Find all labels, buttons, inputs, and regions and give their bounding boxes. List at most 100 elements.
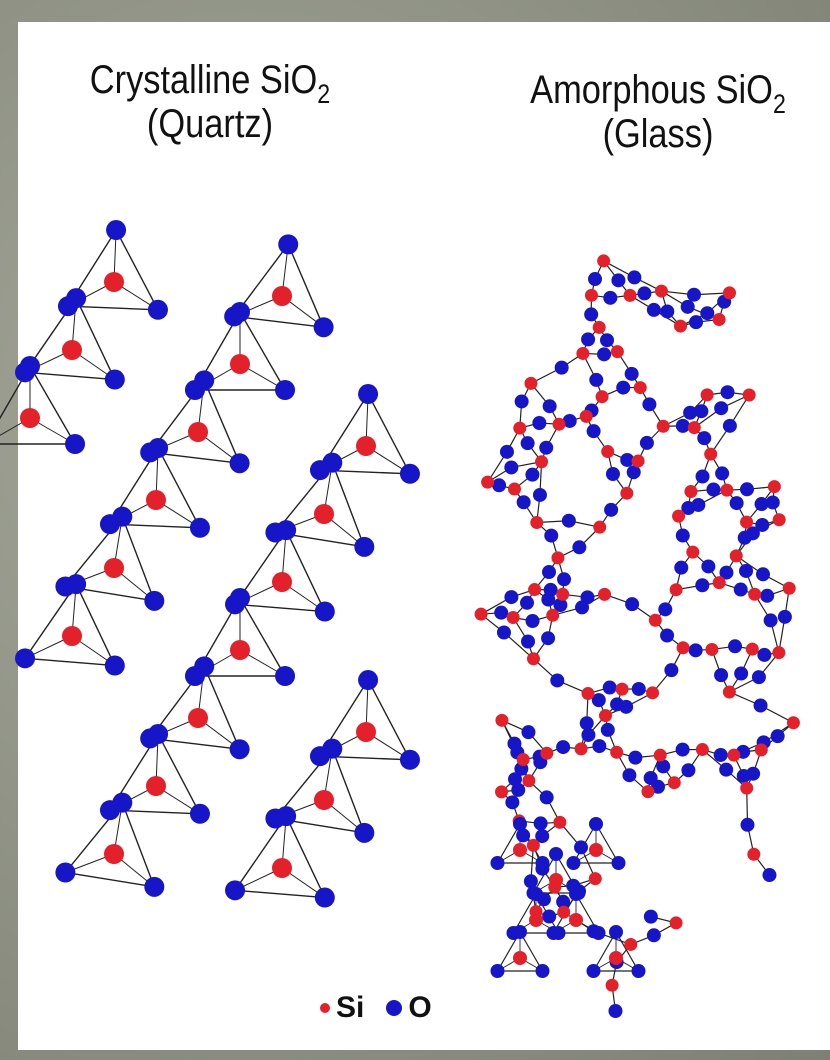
glass-bond [519, 931, 544, 972]
glass-si-atom [754, 743, 768, 757]
quartz-si-atom [230, 640, 250, 660]
glass-o-atom [579, 716, 594, 731]
glass-o-atom [520, 436, 535, 451]
glass-si-atom [669, 583, 683, 597]
glass-o-atom [521, 634, 536, 649]
glass-o-atom [589, 817, 603, 831]
glass-o-atom [589, 372, 604, 387]
glass-o-atom [600, 333, 615, 348]
quartz-bond [203, 666, 241, 750]
glass-o-atom [656, 759, 671, 774]
glass-o-atom [646, 928, 661, 943]
glass-o-atom [542, 909, 557, 924]
glass-si-atom [610, 345, 624, 359]
quartz-bond [75, 583, 116, 666]
glass-si-atom [786, 716, 800, 730]
glass-o-atom [505, 795, 520, 810]
glass-o-atom [532, 487, 547, 502]
glass-o-atom [664, 663, 679, 678]
quartz-o-atom [276, 520, 297, 541]
glass-si-atom [745, 642, 759, 656]
glass-o-atom [569, 887, 583, 901]
quartz-bond [157, 447, 201, 529]
glass-si-atom [782, 581, 796, 595]
glass-o-atom [490, 964, 505, 978]
glass-o-atom [494, 605, 509, 620]
glass-o-atom [616, 380, 631, 395]
quartz-o-atom [148, 724, 169, 745]
glass-si-atom [712, 576, 726, 590]
glass-o-atom [674, 560, 689, 575]
glass-o-atom [626, 465, 641, 480]
glass-si-atom [553, 815, 567, 829]
glass-o-atom [695, 578, 710, 593]
glass-o-atom [597, 347, 612, 362]
glass-si-atom [767, 480, 781, 494]
quartz-o-atom [354, 822, 375, 843]
glass-si-atom [695, 743, 709, 757]
glass-o-atom [715, 466, 730, 481]
quartz-o-atom [189, 517, 210, 538]
glass-si-atom [676, 641, 690, 655]
glass-o-atom [751, 670, 766, 685]
glass-o-atom [572, 540, 587, 555]
quartz-si-atom [272, 858, 292, 878]
quartz-bond [239, 311, 286, 391]
glass-si-atom [597, 254, 611, 268]
glass-o-atom [511, 782, 526, 797]
quartz-o-atom [275, 666, 296, 686]
glass-si-atom [552, 417, 566, 431]
glass-o-atom [556, 740, 571, 755]
glass-o-atom [562, 413, 577, 428]
quartz-o-atom [194, 656, 215, 677]
glass-o-atom [525, 467, 540, 482]
glass-o-atom [733, 582, 748, 597]
quartz-si-atom [62, 340, 82, 360]
quartz-bond [367, 679, 411, 761]
glass-o-atom [755, 517, 770, 532]
quartz-o-atom [399, 749, 420, 770]
glass-o-atom [539, 790, 554, 805]
glass-o-atom [753, 698, 768, 713]
quartz-o-atom [230, 302, 250, 322]
quartz-o-atom [275, 380, 296, 400]
glass-si-atom [569, 913, 583, 927]
glass-o-atom [532, 415, 547, 430]
legend-si-label: Si [336, 991, 365, 1024]
quartz-bond [234, 815, 287, 891]
glass-o-atom [541, 631, 556, 646]
glass-o-atom [675, 528, 690, 543]
glass-si-atom [748, 587, 762, 601]
glass-si-atom [599, 709, 613, 723]
quartz-bond [75, 297, 116, 380]
glass-o-atom [507, 772, 522, 787]
quartz-si-atom [314, 504, 334, 524]
glass-o-atom [513, 925, 527, 939]
quartz-o-atom [65, 434, 86, 454]
glass-si-atom [684, 485, 698, 499]
legend: Si O [320, 988, 432, 1028]
glass-o-atom [514, 394, 529, 409]
glass-o-atom [763, 613, 778, 628]
glass-si-atom [772, 513, 786, 527]
glass-si-atom [556, 587, 570, 601]
glass-o-atom [581, 332, 596, 347]
quartz-o-atom [147, 299, 168, 320]
quartz-o-atom [15, 648, 36, 669]
glass-o-atom [521, 725, 536, 740]
glass-o-atom [694, 404, 709, 419]
glass-si-atom [740, 781, 754, 795]
glass-o-atom [651, 779, 666, 794]
glass-o-atom [516, 828, 531, 843]
glass-o-atom [729, 496, 744, 511]
glass-o-atom [739, 482, 754, 497]
glass-o-atom [706, 482, 721, 497]
glass-o-atom [529, 887, 543, 901]
quartz-o-atom [354, 536, 375, 557]
bonds-layer [0, 229, 794, 1012]
glass-si-atom [727, 748, 741, 762]
glass-o-atom [714, 668, 729, 683]
quartz-bond [24, 657, 115, 667]
quartz-o-atom [20, 356, 40, 376]
